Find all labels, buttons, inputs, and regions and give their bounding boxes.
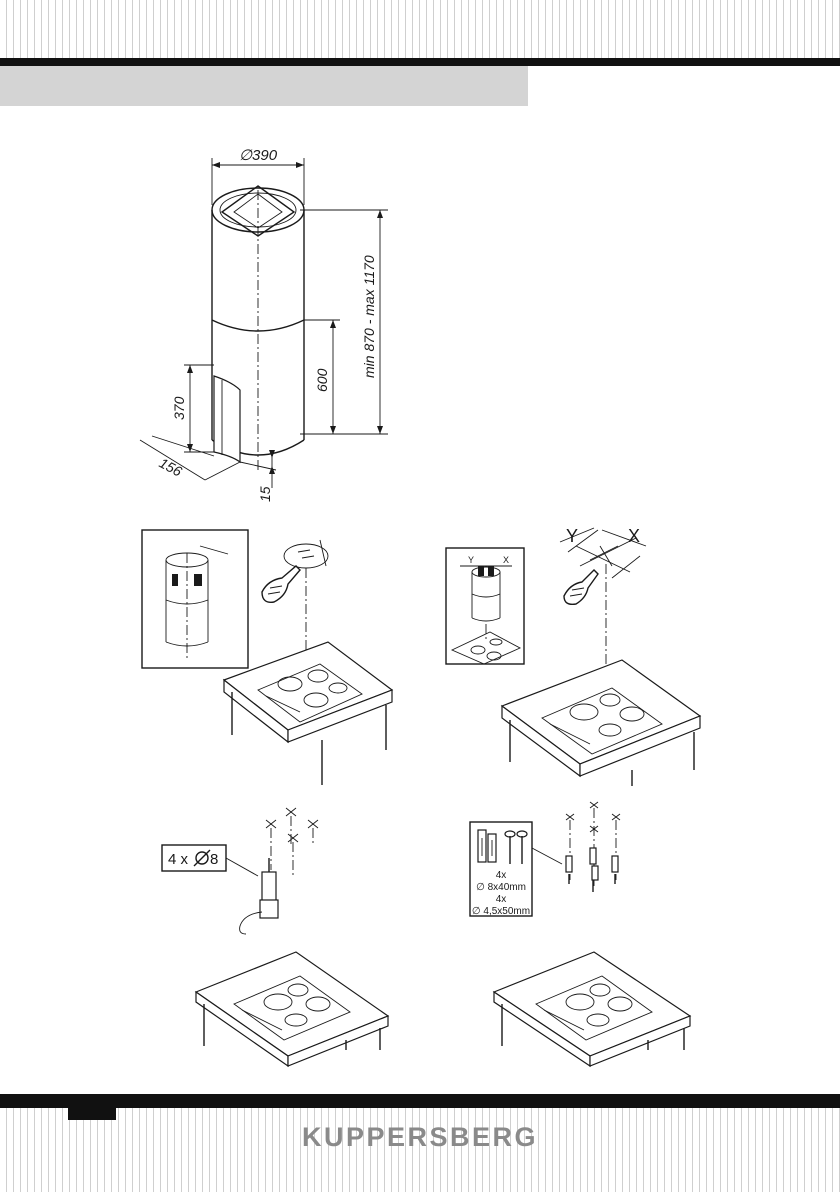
screws-size: ∅ 4,5x50mm [472, 906, 530, 917]
brand-logo: KUPPERSBERG [0, 1122, 840, 1153]
screws-qty: 4x [496, 894, 507, 905]
dim-diameter: ∅390 [239, 147, 278, 164]
step-mark-ceiling [142, 530, 392, 785]
drill-count: 4 x [168, 851, 189, 868]
plugs-size: ∅ 8x40mm [476, 882, 526, 893]
worktop-right [494, 952, 690, 1066]
inset-y-label: Y [468, 555, 474, 565]
plugs-qty: 4x [496, 870, 507, 881]
dim-panel-height: 370 [171, 396, 187, 420]
dim-height-range: min 870 - max 1170 [361, 255, 377, 378]
dim-section: 600 [314, 368, 330, 392]
step-drill-holes: 4 x 8 [162, 808, 318, 934]
brand-text: KUPPERSBERG [302, 1122, 538, 1152]
y-axis-label: Y [566, 526, 578, 546]
worktop-left [196, 952, 388, 1066]
x-axis-label: X [628, 526, 640, 546]
dim-bottom-offset: 15 [257, 486, 273, 502]
drill-size: 8 [210, 851, 218, 868]
step-mark-axes: Y X Y X [446, 526, 700, 786]
dim-panel-depth: 156 [157, 455, 185, 480]
step-insert-fixings: 4x ∅ 8x40mm 4x ∅ 4,5x50mm [470, 802, 620, 917]
footer-rule [0, 1094, 840, 1108]
inset-x-label: X [503, 555, 509, 565]
footer-tab [68, 1108, 116, 1120]
hood-dimension-drawing: ∅390 min 870 - max 1170 600 [140, 147, 388, 502]
